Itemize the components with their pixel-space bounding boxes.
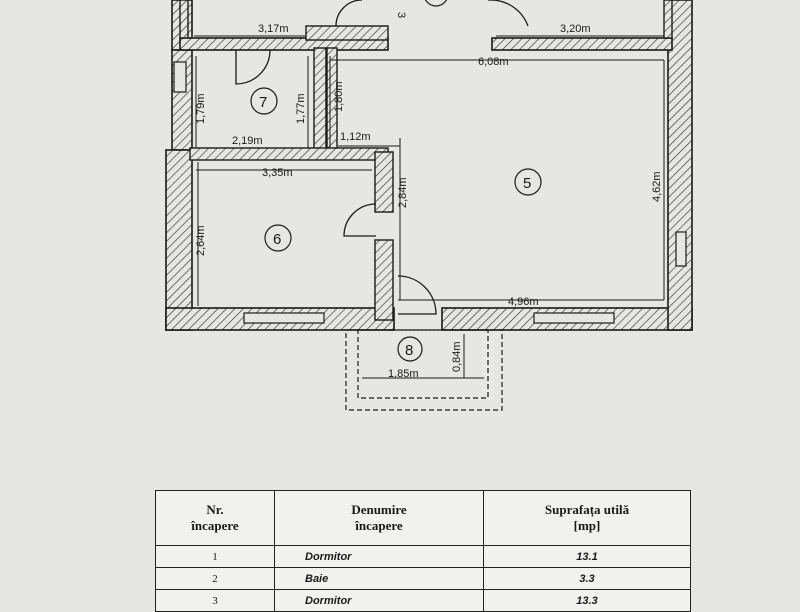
exterior-walls (165, 0, 693, 331)
dim-room7-height: 1,77m (295, 93, 307, 124)
header-nr-line1: Nr. (206, 502, 224, 517)
table-row: 1 Dormitor 13.1 (155, 545, 691, 568)
room-legend-table: Nr. încapere Denumire încapere Suprafața… (155, 490, 691, 612)
room-7-marker: 7 (250, 87, 278, 115)
header-area-line2: [mp] (573, 518, 601, 533)
row-name: Dormitor (274, 589, 484, 612)
header-name-line1: Denumire (351, 502, 407, 517)
table-row: 2 Baie 3.3 (155, 567, 691, 590)
dim-room8-depth: 0,84m (451, 341, 463, 372)
legend-header-row: Nr. încapere Denumire încapere Suprafața… (155, 490, 691, 546)
windows (173, 61, 687, 324)
row-area: 13.3 (483, 589, 691, 612)
dim-left-small-height: 1,79m (195, 93, 207, 124)
door-room-6 (343, 203, 377, 237)
header-nr: Nr. încapere (155, 490, 275, 546)
row-nr: 2 (155, 567, 275, 590)
dim-top-stub-height: 3 (395, 12, 407, 18)
dim-room6-height: 2,64m (195, 225, 207, 256)
porch-outline (345, 329, 503, 411)
dimension-lines (194, 35, 665, 379)
header-area: Suprafața utilă [mp] (483, 490, 691, 546)
room-5-marker: 5 (514, 168, 542, 196)
room-number: 4 (431, 0, 439, 4)
door-room-4-right (488, 0, 529, 27)
room-4-marker: 4 (424, 0, 448, 7)
row-area: 3.3 (483, 567, 691, 590)
door-entrance (397, 275, 437, 315)
room-number: 7 (259, 94, 267, 111)
header-nr-line2: încapere (191, 518, 239, 533)
row-nr: 1 (155, 545, 275, 568)
row-name: Baie (274, 567, 484, 590)
row-area: 13.1 (483, 545, 691, 568)
room-number: 5 (523, 175, 531, 192)
row-name: Dormitor (274, 545, 484, 568)
room-8-marker: 8 (397, 336, 423, 362)
door-room-7 (235, 49, 271, 85)
header-area-line1: Suprafața utilă (544, 502, 630, 517)
dim-corridor-height: 1,80m (333, 81, 345, 112)
row-nr: 3 (155, 589, 275, 612)
doors (235, 0, 529, 315)
room-6-marker: 6 (264, 224, 292, 252)
door-room-4-left (335, 0, 363, 27)
room-number: 6 (273, 231, 281, 248)
dim-corridor-width: 1,12m (340, 131, 371, 143)
dim-top-left-width: 3,17m (258, 23, 289, 35)
room-number: 8 (405, 342, 413, 359)
dim-corridor-lower-height: 2,84m (397, 177, 409, 208)
interior-walls (179, 0, 673, 321)
dim-room6-width: 3,35m (262, 167, 293, 179)
dim-room5-width-top: 6,08m (478, 56, 509, 68)
dim-room5-height: 4,62m (651, 171, 663, 202)
dim-room5-width-bottom: 4,96m (508, 296, 539, 308)
dim-room7-width: 2,19m (232, 135, 263, 147)
dim-top-right-width: 3,20m (560, 23, 591, 35)
dim-room8-width: 1,85m (388, 368, 419, 380)
header-name: Denumire încapere (274, 490, 484, 546)
table-row: 3 Dormitor 13.3 (155, 589, 691, 612)
header-name-line2: încapere (355, 518, 403, 533)
